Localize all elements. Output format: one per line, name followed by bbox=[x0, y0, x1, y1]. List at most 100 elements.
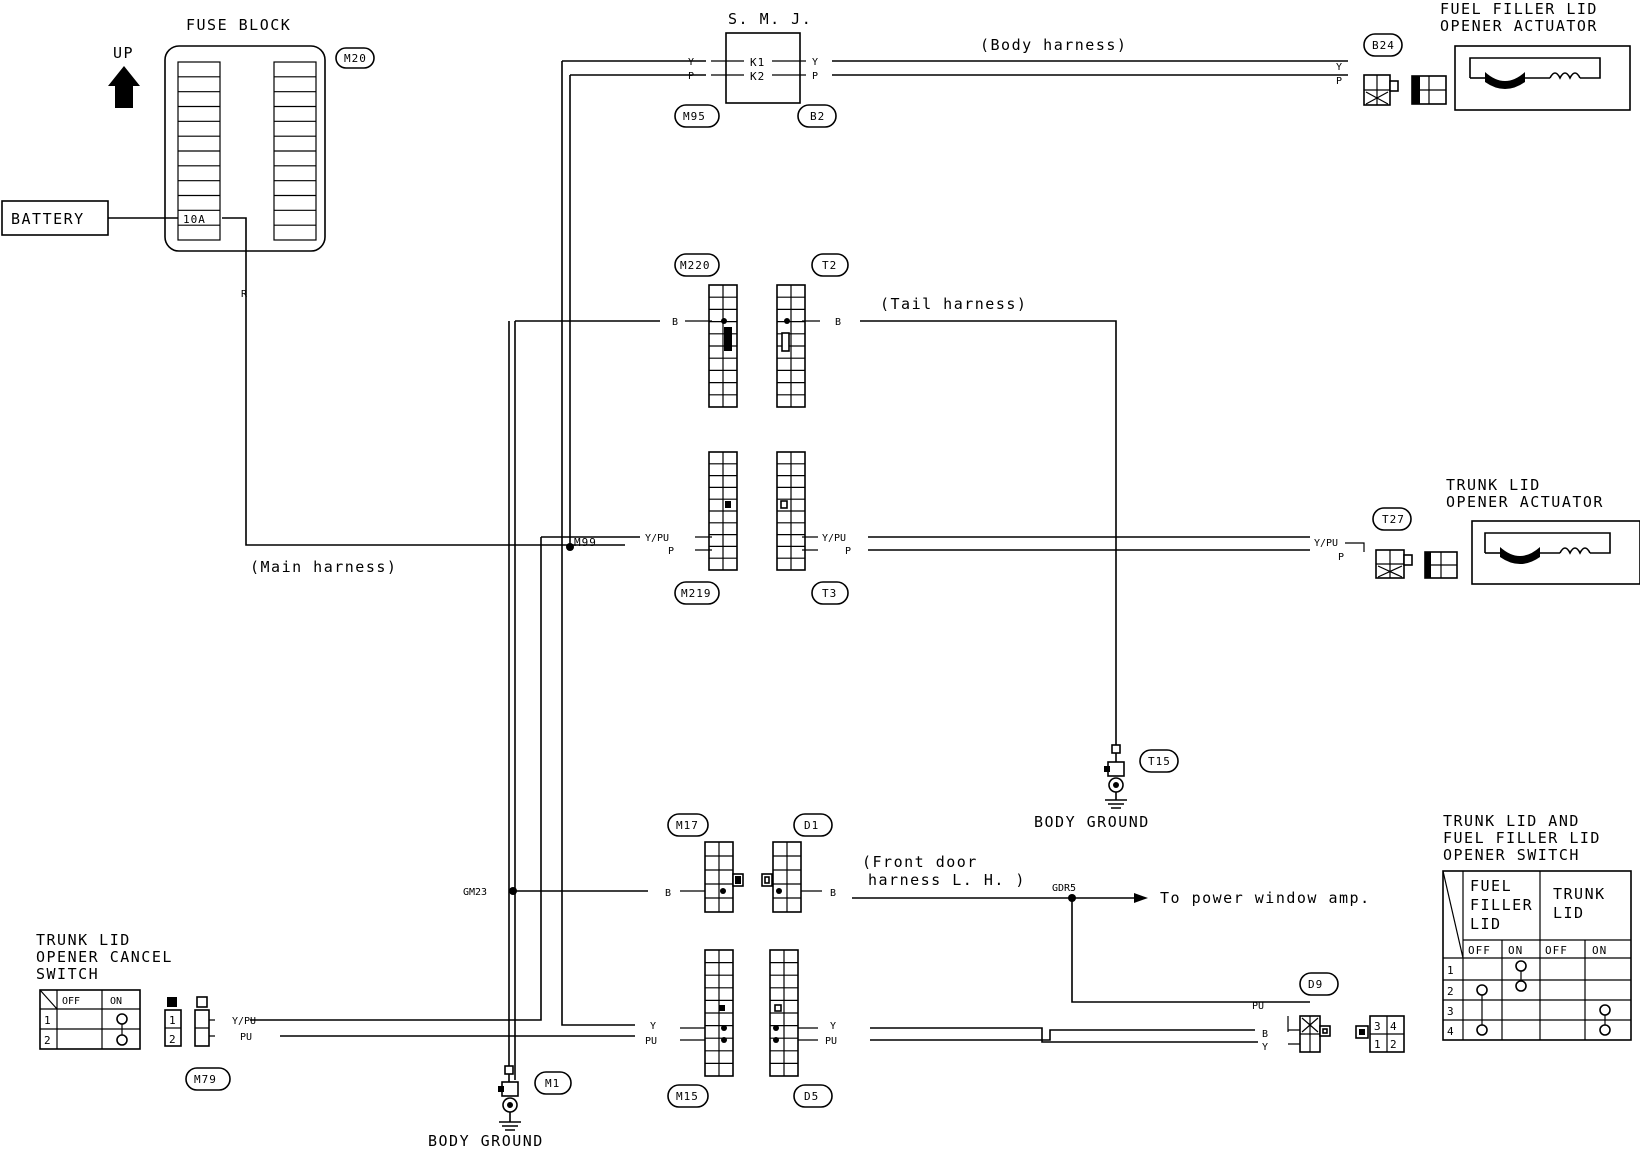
svg-text:M95: M95 bbox=[683, 110, 706, 123]
opener-fuel-on: ON bbox=[1508, 944, 1523, 957]
fuel-actuator-connector-b24: B24 bbox=[1363, 33, 1403, 106]
connector-m79-badge: M79 bbox=[185, 1067, 231, 1091]
svg-text:B24: B24 bbox=[1372, 39, 1395, 52]
opener-trunk-off: OFF bbox=[1545, 944, 1568, 957]
connector-d9: 3 4 1 2 bbox=[1287, 1015, 1405, 1053]
trunk-actuator-title-1: TRUNK LID bbox=[1446, 476, 1541, 494]
svg-text:K1: K1 bbox=[750, 56, 765, 69]
up-label: UP bbox=[113, 44, 134, 62]
connector-m15-badge: M15 bbox=[667, 1084, 709, 1108]
trunk-actuator-connector-t27: T27 bbox=[1345, 507, 1413, 579]
trunk-actuator-title-2: OPENER ACTUATOR bbox=[1446, 493, 1604, 511]
opener-row-2: 2 bbox=[1447, 985, 1455, 998]
d9-wire-b: B bbox=[1262, 1029, 1268, 1040]
connector-m220 bbox=[708, 284, 738, 408]
svg-text:D9: D9 bbox=[1308, 978, 1323, 991]
opener-switch-table: FUEL FILLER LID TRUNK LID OFF ON OFF ON … bbox=[1442, 870, 1632, 1041]
smj-connector-m95: M95 bbox=[674, 104, 720, 128]
t2-wire-b: B bbox=[835, 317, 841, 328]
connector-t2-badge: T2 bbox=[811, 253, 849, 277]
d5-wire-pu: PU bbox=[825, 1036, 837, 1047]
m17-wire-b: B bbox=[665, 888, 671, 899]
svg-text:T15: T15 bbox=[1148, 755, 1171, 768]
svg-text:M220: M220 bbox=[680, 259, 711, 272]
d1-wire-b: B bbox=[830, 888, 836, 899]
svg-text:D1: D1 bbox=[804, 819, 819, 832]
m79-pin-2: 2 bbox=[169, 1033, 177, 1046]
m220-wire-b: B bbox=[672, 317, 678, 328]
smj-title: S. M. J. bbox=[728, 10, 812, 28]
smj-connector-b2: B2 bbox=[797, 104, 837, 128]
d9-pin-1: 1 bbox=[1374, 1038, 1382, 1051]
opener-switch-title-3: OPENER SWITCH bbox=[1443, 846, 1580, 864]
fuse-block-title: FUSE BLOCK bbox=[186, 16, 291, 34]
connector-m219 bbox=[708, 451, 738, 571]
cancel-switch-table: OFF ON 1 2 bbox=[39, 989, 141, 1050]
m219-wire-p: P bbox=[668, 546, 674, 557]
opener-trunk-on: ON bbox=[1592, 944, 1607, 957]
svg-text:M20: M20 bbox=[344, 52, 367, 65]
opener-row-4: 4 bbox=[1447, 1025, 1455, 1038]
svg-text:T27: T27 bbox=[1382, 513, 1405, 526]
fuel-actuator bbox=[1411, 45, 1631, 111]
connector-m1-badge: M1 bbox=[534, 1071, 572, 1095]
m219-wire-ypu: Y/PU bbox=[645, 533, 669, 544]
m79-pin-1: 1 bbox=[169, 1014, 177, 1027]
junction-gm23: GM23 bbox=[463, 887, 487, 898]
smj-wire-p-right: P bbox=[812, 71, 818, 82]
trunk-wire-ypu: Y/PU bbox=[1314, 538, 1338, 549]
junction-m99: M99 bbox=[574, 536, 597, 549]
svg-text:M15: M15 bbox=[676, 1090, 699, 1103]
m79-wire-ypu: Y/PU bbox=[232, 1016, 256, 1027]
svg-text:T3: T3 bbox=[822, 587, 837, 600]
ground-label-t15: BODY GROUND bbox=[1034, 813, 1150, 831]
connector-d1-badge: D1 bbox=[793, 813, 833, 837]
svg-text:D5: D5 bbox=[804, 1090, 819, 1103]
m15-wire-pu: PU bbox=[645, 1036, 657, 1047]
fuel-actuator-title-1: FUEL FILLER LID bbox=[1440, 0, 1598, 18]
connector-m220-badge: M220 bbox=[674, 253, 720, 277]
connector-d5 bbox=[769, 949, 799, 1077]
connector-d1 bbox=[761, 841, 802, 913]
connector-m17-badge: M17 bbox=[667, 813, 709, 837]
svg-text:K2: K2 bbox=[750, 70, 765, 83]
d9-pin-4: 4 bbox=[1390, 1020, 1398, 1033]
opener-switch-title-1: TRUNK LID AND bbox=[1443, 812, 1580, 830]
fuse-block-connector-badge: M20 bbox=[335, 47, 375, 69]
front-door-label-1: (Front door bbox=[862, 853, 978, 871]
junction-gdr5: GDR5 bbox=[1052, 883, 1076, 894]
svg-text:BATTERY: BATTERY bbox=[11, 210, 85, 228]
fuse-label: 10A bbox=[183, 213, 206, 226]
up-arrow-icon bbox=[108, 66, 140, 108]
d9-pin-2: 2 bbox=[1390, 1038, 1398, 1051]
tail-harness-label: (Tail harness) bbox=[880, 295, 1027, 313]
svg-text:M1: M1 bbox=[545, 1077, 560, 1090]
t3-wire-p: P bbox=[845, 546, 851, 557]
svg-text:M219: M219 bbox=[681, 587, 712, 600]
fuel-actuator-title-2: OPENER ACTUATOR bbox=[1440, 17, 1598, 35]
connector-d5-badge: D5 bbox=[793, 1084, 833, 1108]
fuse-block bbox=[164, 45, 326, 252]
trunk-actuator bbox=[1424, 520, 1640, 585]
d5-wire-y: Y bbox=[830, 1021, 836, 1032]
m79-wire-pu: PU bbox=[240, 1032, 252, 1043]
d9-wire-pu: PU bbox=[1252, 1001, 1264, 1012]
connector-t3 bbox=[776, 451, 806, 571]
opener-trunk-col-2: LID bbox=[1553, 904, 1585, 922]
connector-t15-badge: T15 bbox=[1139, 749, 1179, 773]
cancel-switch-title-3: SWITCH bbox=[36, 965, 99, 983]
connector-m15 bbox=[704, 949, 734, 1077]
body-harness-label: (Body harness) bbox=[980, 36, 1127, 54]
power-window-label: To power window amp. bbox=[1160, 889, 1371, 907]
opener-fuel-col-1: FUEL bbox=[1470, 877, 1512, 895]
cancel-col-on: ON bbox=[110, 996, 122, 1007]
opener-fuel-col-2: FILLER bbox=[1470, 896, 1533, 914]
cancel-col-off: OFF bbox=[62, 996, 80, 1007]
t3-wire-ypu: Y/PU bbox=[822, 533, 846, 544]
smj-box: K1 K2 bbox=[711, 32, 806, 104]
connector-d9-badge: D9 bbox=[1299, 972, 1339, 996]
fuel-wire-y: Y bbox=[1336, 62, 1342, 73]
smj-wire-y-right: Y bbox=[812, 57, 818, 68]
trunk-wire-p: P bbox=[1338, 552, 1344, 563]
